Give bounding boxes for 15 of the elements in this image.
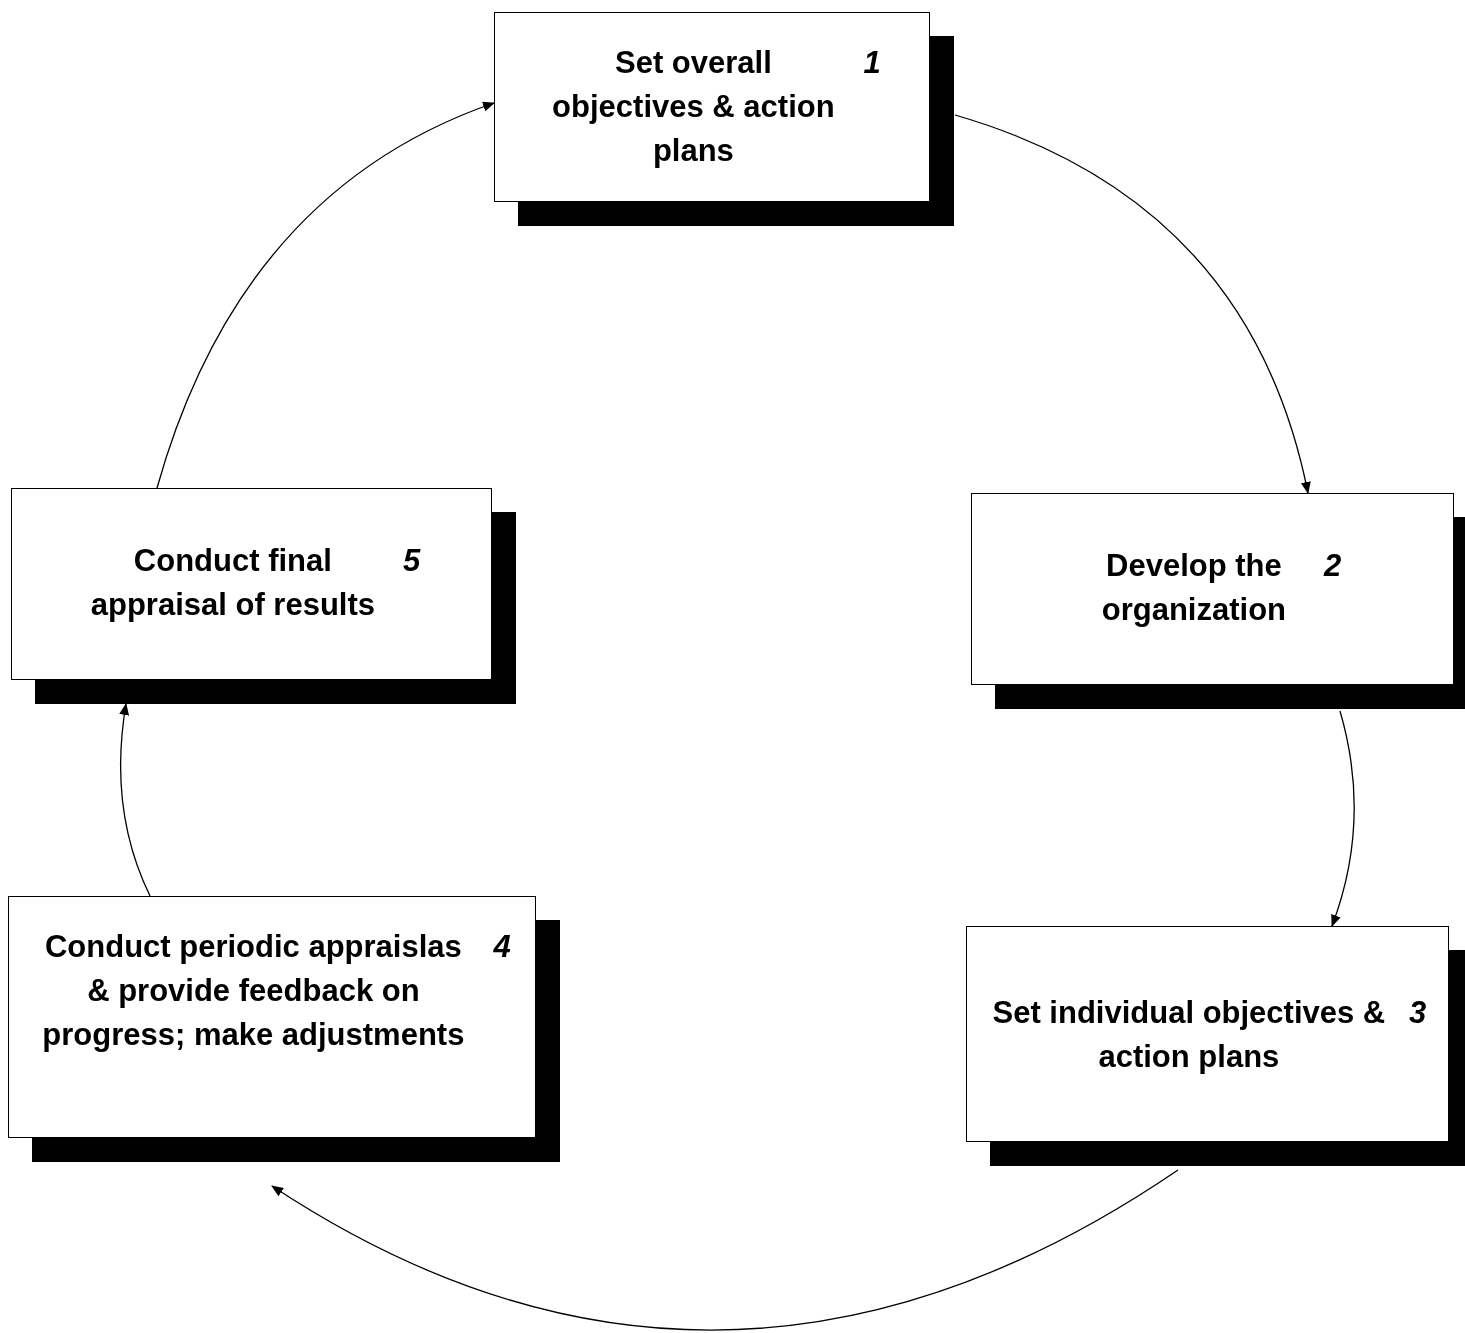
step-number: 4 <box>493 928 511 966</box>
step-number: 2 <box>1323 547 1342 585</box>
curved-arrow <box>1330 710 1355 927</box>
step-number: 5 <box>402 542 421 580</box>
curved-arrow <box>156 102 495 489</box>
step-text: Set individual objectives & action plans <box>991 994 1387 1076</box>
curved-arrow <box>119 703 151 897</box>
step-text: Develop the organization <box>1100 547 1287 629</box>
step-text: Conduct final appraisal of results <box>89 542 376 624</box>
curved-arrow <box>954 114 1311 494</box>
curved-arrow <box>271 1169 1179 1331</box>
step-text: Conduct periodic appraislas & provide feedback on progress; make adjustments <box>41 928 466 1054</box>
step-number: 1 <box>863 44 881 82</box>
step-number: 3 <box>1408 994 1427 1032</box>
step-text: Set overall objectives & action plans <box>551 44 836 170</box>
